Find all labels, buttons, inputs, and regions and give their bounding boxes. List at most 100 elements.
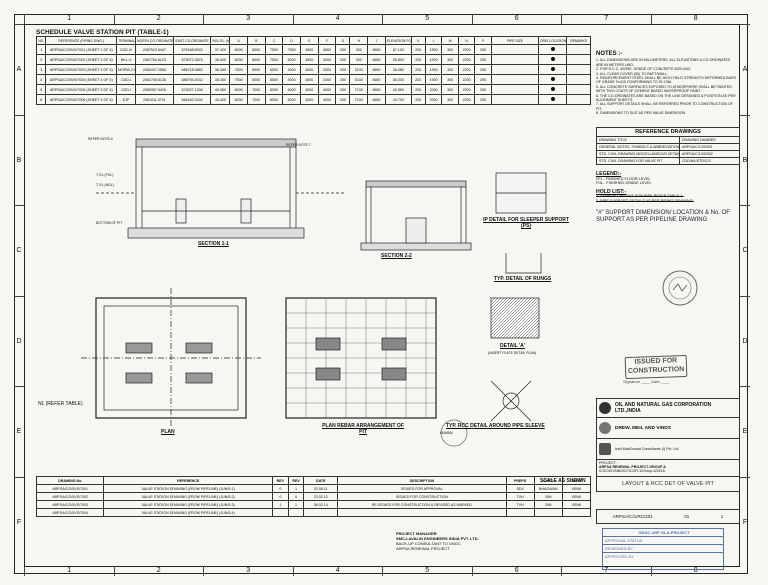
- project-row: PROJECT : ARPSA RENEWAL PROJECT-GROUP A …: [597, 460, 739, 477]
- schedule-header-cell: EAST CO-ORDINATE: [172, 36, 212, 45]
- grid-row: E: [14, 386, 24, 477]
- grid-row: A: [740, 24, 750, 115]
- issued-for-construction-stamp: ISSUED FOR CONSTRUCTION: [624, 354, 688, 380]
- schedule-cell: 200: [410, 54, 426, 65]
- grid-row: B: [14, 114, 24, 206]
- schedule-header-cell: PIPE SIZE: [490, 36, 540, 45]
- schedule-cell: 2200: [457, 74, 476, 85]
- schedule-cell: 250: [474, 94, 492, 105]
- schedule-cell: 4500: [299, 74, 319, 85]
- technical-drawings: [81, 138, 547, 447]
- schedule-header-cell: A: [229, 36, 248, 45]
- schedule-cell: [538, 54, 568, 65]
- stamp-line: CONSTRUCTION: [627, 366, 685, 375]
- reference-row: GENERAL NOTES, SYMBOLS & ABBREVIATION AR…: [597, 144, 739, 151]
- grid-col: 4: [292, 566, 383, 576]
- schedule-cell: 8000: [246, 54, 266, 65]
- schedule-cell: 300: [441, 74, 459, 85]
- schedule-cell: 200: [410, 44, 426, 55]
- grid-top: 1 2 3 4 5 6 7 8: [24, 14, 740, 24]
- schedule-cell: 6000: [282, 84, 301, 95]
- schedule-cell: 36.080: [384, 64, 412, 75]
- schedule-cell: 2200: [457, 64, 476, 75]
- schedule-cell: 1900: [424, 64, 443, 75]
- schedule-header-cell: G: [335, 36, 351, 45]
- schedule-cell: 6000: [282, 94, 301, 105]
- grid-row: C: [14, 205, 24, 296]
- schedule-cell: [566, 44, 591, 55]
- contractor-logo-icon: [599, 443, 611, 455]
- revision-cell: 06.02.14: [303, 500, 339, 509]
- support-note: "#" SUPPORT DIMENSION/ LOCATION & No. OF…: [596, 209, 730, 223]
- schedule-cell: ARPSA/C/2/5VS/7002 (SHEET 2 OF 4): [45, 54, 118, 65]
- schedule-cell: 200: [410, 94, 426, 105]
- schedule-cell: 2087523.6447: [135, 44, 174, 55]
- notes-title: NOTES :-: [596, 51, 623, 57]
- schedule-cell: [566, 64, 591, 75]
- ngl-marker: ▽ EL (NGL): [96, 183, 114, 187]
- grid-row: B: [740, 114, 750, 206]
- schedule-cell: 2000: [424, 84, 443, 95]
- revision-cell: [561, 508, 592, 517]
- schedule-cell: 675072.2876: [172, 54, 212, 65]
- reference-cell: GENERAL NOTES, SYMBOLS & ABBREVIATION: [599, 144, 680, 150]
- schedule-cell: 4000: [299, 94, 319, 105]
- schedule-cell: 250: [474, 54, 492, 65]
- grid-bottom: 1 2 3 4 5 6 7 8: [24, 566, 740, 576]
- schedule-cell: 35.800: [384, 54, 412, 65]
- rungs-detail-label: TYP. DETAIL OF RUNGS: [494, 276, 552, 282]
- schedule-cell: 2200: [457, 84, 476, 95]
- schedule-cell: 4: [35, 74, 47, 85]
- consultant-row: DREW, MEIL AND VINDS: [597, 418, 739, 439]
- grid-col: 2: [113, 566, 204, 576]
- schedule-header-cell: REMARKS: [566, 36, 591, 45]
- schedule-cell: [490, 74, 540, 85]
- plan-label: PLAN: [161, 429, 175, 435]
- schedule-cell: 250: [474, 64, 492, 75]
- grid-left: A B C D E F: [14, 24, 24, 567]
- schedule-header-cell: P: [474, 36, 492, 45]
- schedule-header-cell: J: [367, 36, 386, 45]
- schedule-cell: 4500: [317, 44, 337, 55]
- schedule-cell: 87.100: [384, 44, 412, 55]
- schedule-cell: 44.700: [384, 94, 412, 105]
- schedule-cell: 8650: [367, 74, 386, 85]
- revision-header-cell: DESCRIPTION: [337, 476, 507, 485]
- schedule-header-cell: NGL EL. (m): [210, 36, 231, 45]
- schedule-cell: 8000: [229, 54, 248, 65]
- schedule-cell: 8650: [367, 84, 386, 95]
- revision-cell: 0: [271, 484, 289, 493]
- schedule-cell: 5: [35, 84, 47, 95]
- grid-row: A: [14, 24, 24, 115]
- schedule-cell: ARPSA/C/2/5VS/7003 (SHEET 3 OF 4): [45, 64, 118, 75]
- schedule-header-cell: TERMINAL: [116, 36, 136, 45]
- revision-cell: ARPSA/C/2/5VS/7001: [35, 484, 105, 493]
- drawing-title: LAYOUT & RCC DET OF VALVE PIT: [622, 481, 714, 487]
- schedule-cell: 8000: [264, 94, 284, 105]
- schedule-cell: 2500: [317, 64, 337, 75]
- sleeper-detail-label: IP DETAIL FOR SLEEPER SUPPORT (PS): [483, 217, 569, 229]
- refer-note-6: REFER NOTE-6: [88, 137, 113, 141]
- note-item: 8. DIMENSIONS TO SUIT AS PER VALVE DIMEN…: [596, 111, 687, 116]
- reference-header: DRAWING TITLE DRAWING NUMBER: [597, 137, 739, 144]
- schedule-cell: 36.000: [210, 54, 231, 65]
- grid-col: 4: [292, 14, 383, 24]
- grid-col: 5: [382, 566, 472, 576]
- schedule-cell: 250: [474, 84, 492, 95]
- schedule-cell: 40.560: [384, 84, 412, 95]
- project-sub: ICGC/ED/NB/2017/COR-1/Group-A/2016: [599, 469, 665, 473]
- grid-row: C: [740, 205, 750, 296]
- revision-number: 1: [720, 514, 724, 519]
- schedule-cell: 300: [349, 54, 369, 65]
- approval-row: APPROVED BY: [605, 554, 634, 559]
- schedule-header-cell: E: [299, 36, 319, 45]
- revision-cell: 1: [287, 484, 305, 493]
- schedule-header-cell: K: [410, 36, 426, 45]
- bottom-of-pit: BOTTOM OF PIT: [96, 221, 123, 225]
- revision-cell: [533, 508, 563, 517]
